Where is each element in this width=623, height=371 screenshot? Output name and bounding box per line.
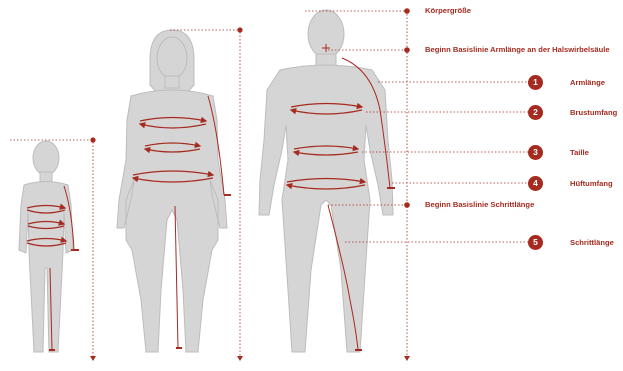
woman-figure bbox=[117, 30, 227, 352]
badge-2: 2 bbox=[528, 105, 543, 120]
badge-3: 3 bbox=[528, 145, 543, 160]
badge-5: 5 bbox=[528, 235, 543, 250]
measurement-label-3: Taille bbox=[570, 148, 589, 158]
measurement-label-1: Armlänge bbox=[570, 78, 605, 88]
measurement-label-2: Brustumfang bbox=[570, 108, 617, 118]
badge-4: 4 bbox=[528, 176, 543, 191]
man-figure bbox=[259, 10, 393, 352]
height-label: Körpergröße bbox=[425, 6, 471, 16]
badge-1: 1 bbox=[528, 75, 543, 90]
measurement-label-5: Schrittlänge bbox=[570, 238, 614, 248]
measurement-label-4: Hüftumfang bbox=[570, 179, 613, 189]
arm-start-label: Beginn Basislinie Armlänge an der Halswi… bbox=[425, 45, 610, 55]
inseam-start-label: Beginn Basislinie Schrittlänge bbox=[425, 200, 534, 210]
